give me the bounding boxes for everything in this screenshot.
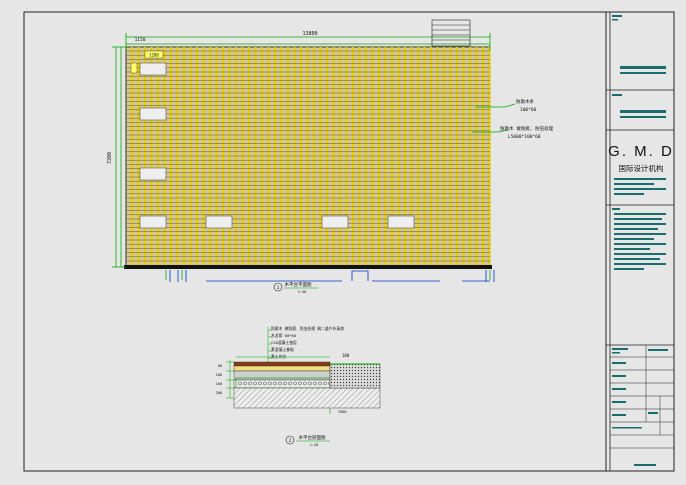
section-left-dim: 60 xyxy=(218,364,222,368)
section-note: C20混凝土垫层 xyxy=(271,340,297,345)
plan-ground-line xyxy=(169,270,495,282)
aggregate-circle xyxy=(263,381,267,386)
leader-note-1-line2: 100*60 xyxy=(520,107,537,113)
aggregate-circle xyxy=(253,381,257,386)
plan-caption-marker xyxy=(273,282,283,292)
section-note: 木龙骨 60*60 xyxy=(271,333,297,338)
plan-view: 13800 1150 7200 1200 防腐木条 100*60 防腐 xyxy=(107,19,554,294)
company-subtitle: 国际设计机构 xyxy=(619,163,664,173)
section-left-dim: 100 xyxy=(216,382,222,386)
aggregate-circle xyxy=(293,381,297,386)
deck-opening xyxy=(139,167,167,181)
plan-caption-marker-number: 1 xyxy=(277,285,280,291)
plan-caption-scale: 1:50 xyxy=(298,290,306,294)
marker-box xyxy=(130,62,138,74)
aggregate-circle xyxy=(283,381,287,386)
section-wood-deck-layer xyxy=(233,361,331,367)
section-joist-layer xyxy=(233,365,331,372)
section-caption-marker xyxy=(285,435,295,445)
title-block: G. M. D 国际设计机构 xyxy=(605,11,675,472)
small-label-box xyxy=(144,50,164,59)
section-view: 防腐木 做防腐、防虫处理 刷二道户外清漆 木龙骨 60*60 C20混凝土垫层 … xyxy=(216,326,381,447)
aggregate-circle xyxy=(273,381,277,386)
company-name: G. M. D xyxy=(608,143,674,160)
section-note: 素混凝土基础 xyxy=(271,347,294,352)
section-concrete-layer xyxy=(233,370,331,381)
leader-lines xyxy=(472,103,516,133)
deck-opening xyxy=(387,215,415,229)
title-block-table-text xyxy=(612,348,668,466)
section-soil-layer xyxy=(233,387,381,409)
aggregate-circle xyxy=(288,381,292,386)
small-label-text: 1200 xyxy=(149,53,159,58)
top-left-dimension-text: 1150 xyxy=(135,37,146,43)
section-notes: 防腐木 做防腐、防虫处理 刷二道户外清漆 木龙骨 60*60 C20混凝土垫层 … xyxy=(271,326,344,359)
section-left-dim: 100 xyxy=(216,373,222,377)
deck-opening xyxy=(139,62,167,76)
section-caption-title: 木平台剖面图 xyxy=(299,434,326,441)
aggregate-circle xyxy=(248,381,252,386)
deck-opening xyxy=(205,215,233,229)
plan-ground-ticks-green xyxy=(165,270,491,280)
title-block-outer xyxy=(605,11,675,472)
plan-caption-title: 木平台平面图 xyxy=(285,281,312,288)
left-dimension-text: 7200 xyxy=(107,152,113,164)
stair-symbol xyxy=(431,19,471,47)
section-top-dimension: 100 xyxy=(342,353,350,358)
aggregate-circle xyxy=(238,381,242,386)
aggregate-circle xyxy=(308,381,312,386)
deck-bottom-edge xyxy=(124,265,492,269)
aggregate-circle xyxy=(243,381,247,386)
section-left-dimension xyxy=(226,360,234,399)
deck-opening xyxy=(139,215,167,229)
aggregate-circle xyxy=(258,381,262,386)
section-note: 防腐木 做防腐、防虫处理 刷二道户外清漆 xyxy=(271,326,344,331)
left-dimension-line xyxy=(112,46,126,268)
aggregate-circle xyxy=(313,381,317,386)
deck-plank-columns xyxy=(130,47,491,267)
title-block-text-lines xyxy=(612,15,666,270)
title-block-table xyxy=(610,345,674,449)
leader-note-1-line1: 防腐木条 xyxy=(516,98,534,105)
top-dimension-text: 13800 xyxy=(302,31,317,37)
section-caption-scale: 1:20 xyxy=(310,443,318,447)
leader-note-2-line2: L5000*100*60 xyxy=(508,134,541,140)
aggregate-circle xyxy=(303,381,307,386)
section-left-dim: 200 xyxy=(216,391,222,395)
section-bottom-dimension: 2900 xyxy=(338,410,346,414)
aggregate-circle xyxy=(298,381,302,386)
section-gravel-fill xyxy=(329,363,381,389)
top-dimension-line xyxy=(125,33,491,50)
deck-openings xyxy=(139,62,415,229)
leader-note-2-line1: 防腐木 做防腐, 防虫处理 xyxy=(500,125,554,132)
aggregate-circle xyxy=(318,381,322,386)
aggregate-circle xyxy=(323,381,327,386)
aggregate-circle xyxy=(268,381,272,386)
aggregate-circle xyxy=(278,381,282,386)
deck-plank-rows xyxy=(126,50,490,266)
section-caption-marker-number: 2 xyxy=(289,438,292,444)
section-note: 素土夯实 xyxy=(271,354,286,359)
deck-opening xyxy=(139,107,167,121)
deck-opening xyxy=(321,215,349,229)
